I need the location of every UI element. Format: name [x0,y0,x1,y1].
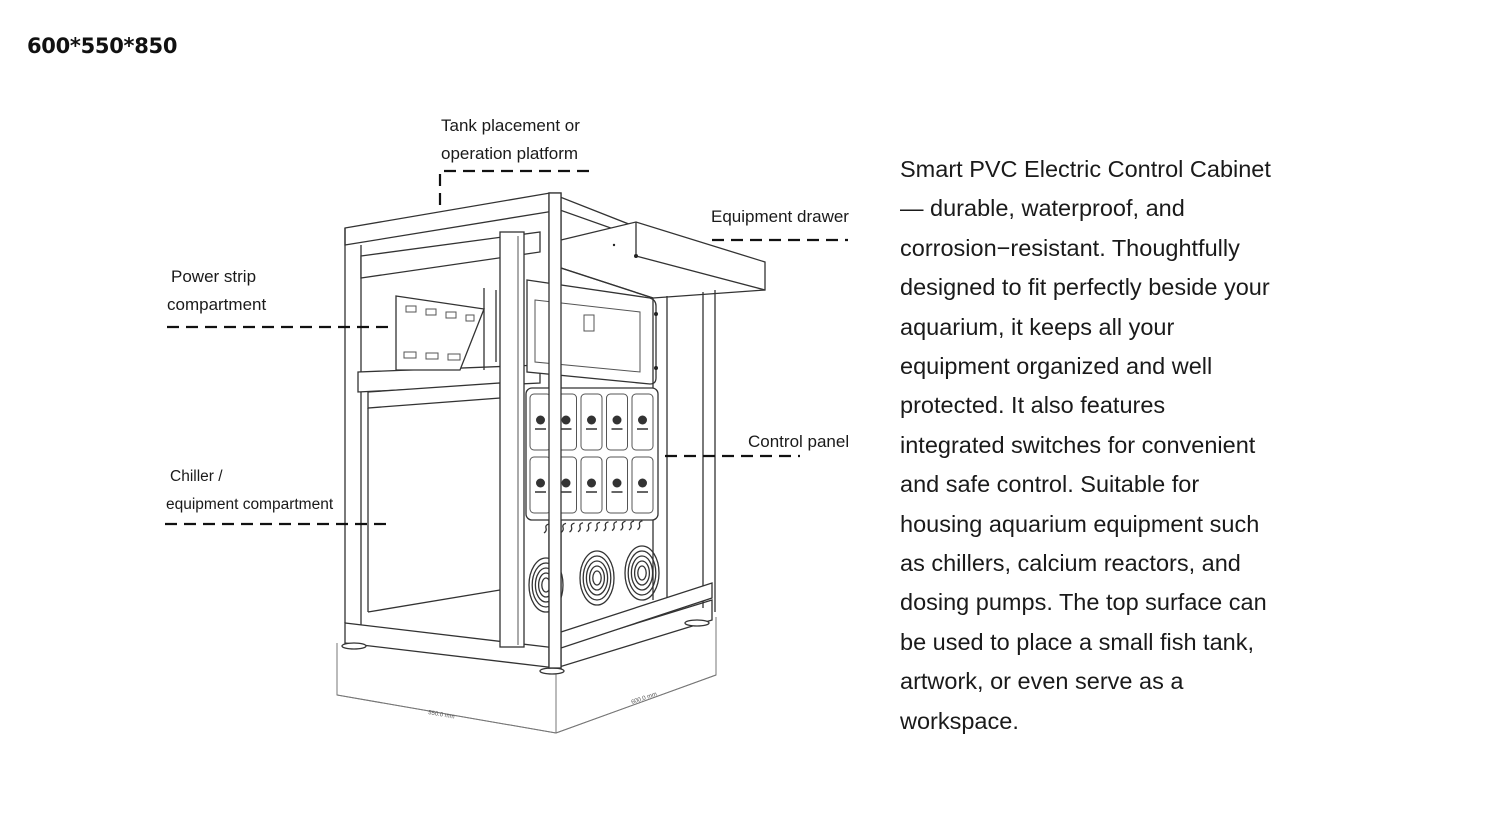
fan-icon [579,550,615,606]
switch-module [555,456,577,514]
switch-module [631,456,654,514]
description-line: protected. It also features [900,392,1166,419]
callout-tank-platform-line1: Tank placement or [441,116,580,135]
description-line: designed to fit perfectly beside your [900,274,1270,301]
callout-chiller-line2: equipment compartment [166,496,334,513]
switch-module [580,456,603,514]
callout-control-panel: Control panel [748,432,850,451]
switch-module [529,456,552,514]
width-dimension-label: 550.0 mm [428,710,455,721]
switch-knob [561,478,571,488]
callout-power-strip: Power strip compartment [167,263,266,319]
switch-module [606,393,628,451]
leader-lines [165,169,848,526]
dimensions-title: 600*550*850 [27,34,178,58]
product-description: Smart PVC Electric Control Cabinet — dura… [900,150,1300,741]
power-strip-panel [395,288,497,371]
vent-slot [594,521,601,532]
leader-tank-platform [438,169,592,205]
vent-slot [569,522,575,533]
description-line: integrated switches for convenient [900,431,1256,458]
callout-power-strip-line2: compartment [167,295,267,314]
description-line: aquarium, it keeps all your [900,313,1175,340]
vent-slot [637,520,643,531]
callout-power-strip-line1: Power strip [171,267,257,286]
description-line: artwork, or even serve as a [900,668,1184,695]
callout-tank-platform-line2: operation platform [441,144,579,163]
depth-dimension-label: 600.0 mm [631,692,658,706]
switch-module [606,456,628,514]
switch-knob [638,415,647,425]
description-line: and safe control. Suitable for [900,471,1200,498]
switch-module [631,393,654,451]
description-line: be used to place a small fish tank, [900,628,1255,655]
switch-module [580,393,603,451]
switch-knob [587,478,596,488]
description-line: as chillers, calcium reactors, and [900,550,1241,577]
equipment-drawer [560,221,766,299]
switch-knob [536,478,545,488]
control-panel [525,387,659,521]
description-line: — durable, waterproof, and [900,195,1185,222]
vent-slot [560,522,567,533]
vent-slot [543,523,550,534]
switch-knob [561,415,571,425]
electrical-box [526,279,658,385]
switch-knob [612,415,622,425]
description-line: corrosion−resistant. Thoughtfully [900,234,1240,261]
switch-knob [536,415,545,425]
callout-equipment-drawer: Equipment drawer [711,207,849,226]
switch-knob [638,478,647,488]
callout-chiller-line1: Chiller / [170,468,223,485]
vent-slot [628,520,635,531]
description-line: housing aquarium equipment such [900,510,1260,537]
callout-tank-platform: Tank placement or operation platform [441,112,580,168]
vent-slot [577,522,584,533]
switch-knob [612,478,622,488]
description-line: workspace. [900,707,1019,734]
description-line: dosing pumps. The top surface can [900,589,1267,616]
vent-slot [603,521,609,532]
description-line: Smart PVC Electric Control Cabinet [900,156,1271,182]
callout-chiller: Chiller / equipment compartment [166,463,333,519]
vent-slot [620,520,626,531]
description-line: equipment organized and well [900,353,1213,380]
switch-knob [587,415,596,425]
vent-slot [586,521,592,533]
fan-icon [624,545,660,601]
front-post [548,192,562,669]
vent-slot [611,520,618,532]
